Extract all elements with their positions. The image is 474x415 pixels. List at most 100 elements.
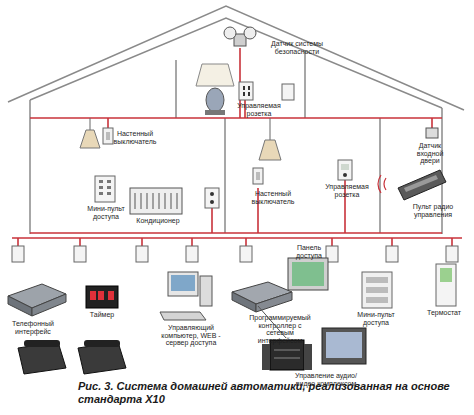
telephone xyxy=(78,340,126,374)
audio-system xyxy=(262,340,312,370)
computer-part xyxy=(171,275,195,291)
mini-controller-part xyxy=(366,297,388,303)
power-wiring-part xyxy=(17,238,19,246)
outlet-row-part xyxy=(12,246,24,262)
ceiling-lamp xyxy=(80,118,100,148)
thermostat-part xyxy=(440,268,452,282)
wall-switch-part xyxy=(256,172,260,180)
audio-system-part xyxy=(274,358,300,359)
device-label: Таймер xyxy=(82,311,122,319)
ceiling-lamp-part xyxy=(259,140,281,160)
television xyxy=(322,328,366,364)
table-lamp-part xyxy=(205,110,225,115)
house-outline xyxy=(8,6,464,234)
power-wiring-part xyxy=(391,238,393,246)
ceiling-lamp-part xyxy=(80,130,100,148)
table-lamp xyxy=(196,64,234,115)
power-wiring-part xyxy=(245,238,247,246)
power-wiring-part xyxy=(79,238,81,246)
power-wiring xyxy=(12,48,462,246)
television-part xyxy=(322,328,366,364)
controlled-outlet-part xyxy=(248,86,250,90)
mini-controller xyxy=(95,176,115,202)
mini-controller-part xyxy=(107,180,111,183)
door-sensor-part xyxy=(426,128,438,138)
audio-system-part xyxy=(274,350,300,351)
air-conditioner-part xyxy=(159,193,160,209)
security-light-part xyxy=(224,27,236,39)
network-controller xyxy=(232,282,292,312)
audio-system-part xyxy=(304,344,312,370)
mini-controller-part xyxy=(107,186,111,189)
power-wiring-part xyxy=(331,238,333,246)
controlled-outlet-part xyxy=(338,160,352,180)
audio-system-part xyxy=(270,340,304,370)
audio-system-part xyxy=(262,344,270,370)
access-panel-part xyxy=(288,258,328,290)
air-conditioner-part xyxy=(141,193,142,209)
air-conditioner-part xyxy=(177,193,178,209)
wall-outlet-part xyxy=(210,192,214,196)
television-part xyxy=(326,332,362,358)
house-outline-part xyxy=(29,100,31,234)
wall-switch-part xyxy=(106,132,110,140)
device-label: Датчик входной двери xyxy=(408,142,452,165)
air-conditioner-part xyxy=(135,193,136,209)
mini-controller-part xyxy=(362,272,392,308)
access-panel xyxy=(288,258,328,290)
device-label: Управляемая розетка xyxy=(236,102,282,117)
telephone xyxy=(18,340,66,374)
access-panel-part xyxy=(292,262,324,286)
outlet-row-part xyxy=(446,246,458,262)
radio-remote xyxy=(378,170,446,200)
network-controller-part xyxy=(232,292,256,312)
mini-controller-part xyxy=(99,192,103,195)
ceiling-lamp-part xyxy=(90,118,91,130)
telephone-interface-part xyxy=(32,294,66,316)
timer-part xyxy=(90,291,96,300)
wall-switch xyxy=(253,168,263,184)
device-label: Кондиционер xyxy=(132,217,184,225)
outlet-row xyxy=(12,246,458,262)
device-label: Панель доступа xyxy=(286,244,332,259)
device-label: Настенный выключатель xyxy=(112,130,158,145)
device-label: Управляемая розетка xyxy=(324,183,370,198)
timer xyxy=(86,286,118,308)
controlled-outlet xyxy=(239,82,253,100)
ceiling-lamp xyxy=(259,118,281,160)
security-light-part xyxy=(244,27,256,39)
controlled-outlet-part xyxy=(341,164,349,170)
outlet-row-part xyxy=(186,246,198,262)
radio-remote-part xyxy=(398,170,446,200)
outlet-row-part xyxy=(240,246,252,262)
air-conditioner-part xyxy=(130,188,182,214)
wall-outlet-part xyxy=(210,200,214,204)
device-label: Программируемый контроллер с сетевым инт… xyxy=(244,314,316,344)
timer-part xyxy=(86,286,118,308)
door-sensor xyxy=(426,128,438,138)
device-label: Настенный выключатель xyxy=(250,190,296,205)
air-conditioner-part xyxy=(171,193,172,209)
mini-controller-part xyxy=(366,277,388,283)
wall-socket xyxy=(282,84,294,100)
device-label: Мини-пульт доступа xyxy=(86,205,126,220)
computer xyxy=(160,272,212,320)
controlled-outlet-part xyxy=(243,86,245,90)
wall-socket-part xyxy=(282,84,294,100)
controlled-outlet-part xyxy=(239,82,253,100)
thermostat-part xyxy=(436,264,456,306)
wall-outlet-part xyxy=(205,188,219,208)
controlled-outlet xyxy=(338,160,352,180)
power-wiring-part xyxy=(141,238,143,246)
telephone-interface-part xyxy=(8,296,32,316)
security-light xyxy=(224,27,256,46)
device-label: Мини-пульт доступа xyxy=(352,311,400,326)
telephone-part xyxy=(84,340,120,347)
power-wiring-part xyxy=(30,232,442,234)
radio-remote-part xyxy=(378,175,386,193)
outlet-row-part xyxy=(136,246,148,262)
computer-part xyxy=(200,276,212,306)
mini-controller-part xyxy=(107,192,111,195)
house-outline-part xyxy=(224,118,226,233)
